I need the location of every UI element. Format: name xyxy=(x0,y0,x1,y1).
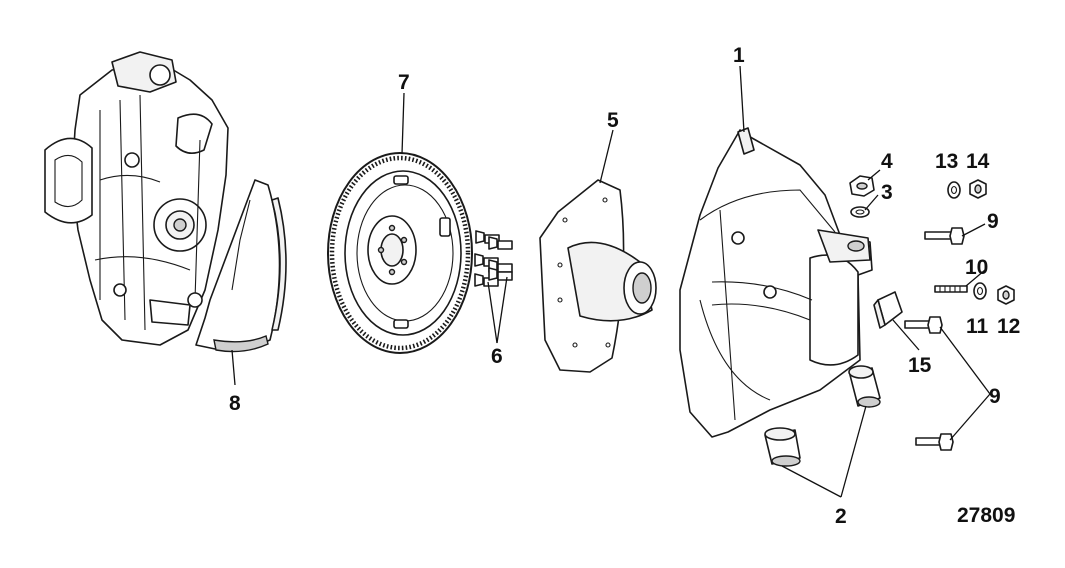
callout-8: 8 xyxy=(229,392,241,415)
callout-3: 3 xyxy=(881,181,893,204)
callout-11: 11 xyxy=(966,315,989,338)
flywheel-bolts xyxy=(474,230,513,287)
flywheel-housing xyxy=(679,127,873,438)
callout-5: 5 xyxy=(607,109,619,132)
callout-9-lower: 9 xyxy=(989,385,1001,408)
callout-13: 13 xyxy=(935,150,958,173)
nut-4 xyxy=(849,175,875,197)
flywheel xyxy=(327,152,473,354)
callout-6: 6 xyxy=(491,345,503,368)
bolt-9-middle xyxy=(904,316,943,334)
callout-15: 15 xyxy=(908,354,932,377)
clip-15 xyxy=(873,291,903,329)
flywheel-cover-plate xyxy=(195,179,287,353)
figure-number: 27809 xyxy=(957,504,1015,527)
engine-mount-upper xyxy=(848,365,881,408)
drive-coupler-plate xyxy=(539,179,657,373)
engine-mount-lower xyxy=(764,427,801,467)
nut-14 xyxy=(969,179,987,199)
leader-lines xyxy=(231,65,991,498)
callout-10: 10 xyxy=(965,256,988,279)
stud-10 xyxy=(934,285,968,293)
engine-block xyxy=(44,51,229,346)
callout-2: 2 xyxy=(835,505,847,528)
bolt-9-lower xyxy=(915,433,954,451)
callout-14: 14 xyxy=(966,150,990,173)
callout-labels: 1 2 3 4 5 6 7 8 9 9 10 11 12 13 14 15 xyxy=(229,44,1020,528)
callout-12: 12 xyxy=(997,315,1020,338)
washer-11 xyxy=(973,282,987,300)
callout-4: 4 xyxy=(881,150,893,173)
callout-7: 7 xyxy=(398,71,410,94)
washer-3 xyxy=(850,206,870,218)
callout-9-upper: 9 xyxy=(987,210,999,233)
washer-13 xyxy=(947,181,961,199)
callout-1: 1 xyxy=(733,44,745,67)
bolt-9-upper xyxy=(924,227,965,245)
nut-12 xyxy=(997,285,1015,305)
